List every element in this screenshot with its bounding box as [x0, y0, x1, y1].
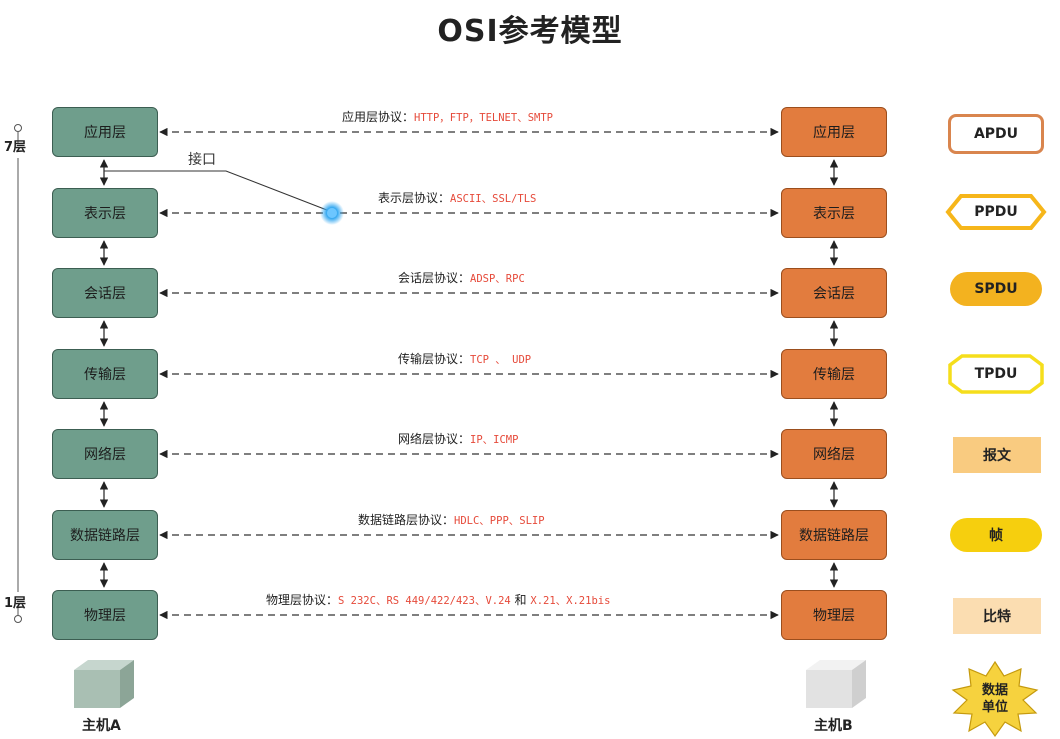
interface-callout — [104, 170, 344, 225]
pdu-frame: 帧 — [950, 518, 1042, 552]
host-b-layer-presentation: 表示层 — [781, 188, 887, 238]
layer-7-mark: 7层 — [4, 140, 27, 155]
pdu-tpdu: TPDU — [974, 366, 1018, 382]
legend-text: 数据 单位 — [965, 682, 1025, 716]
ppdu-shape — [945, 194, 1047, 230]
tpdu-shape — [948, 354, 1044, 394]
legend-line-1: 数据 — [981, 683, 1008, 698]
protocol-values: IP、ICMP — [470, 434, 519, 446]
host-b-layer-transport: 传输层 — [781, 349, 887, 399]
host-a-layer-network: 网络层 — [52, 429, 158, 479]
protocol-label: 数据链路层协议： — [358, 513, 455, 527]
host-b-layer-application: 应用层 — [781, 107, 887, 157]
protocol-label: 传输层协议： — [398, 352, 471, 366]
pdu-apdu: APDU — [948, 114, 1044, 154]
legend-line-2: 单位 — [981, 700, 1008, 715]
protocol-label: 表示层协议： — [378, 191, 451, 205]
protocol-values: S 232C、RS 449/422/423、V.24 — [338, 595, 511, 607]
vertical-arrows — [99, 159, 839, 588]
protocol-network: 网络层协议：IP、ICMP — [398, 430, 518, 447]
page-title: OSI参考模型 — [437, 14, 623, 49]
protocol-values: ADSP、RPC — [470, 273, 525, 285]
interface-label: 接口 — [188, 152, 216, 168]
host-b-label: 主机B — [814, 718, 853, 734]
protocol-values: HDLC、PPP、SLIP — [454, 515, 545, 527]
host-b-layer-network: 网络层 — [781, 429, 887, 479]
pdu-ppdu: PPDU — [974, 204, 1018, 220]
protocol-session: 会话层协议：ADSP、RPC — [398, 269, 525, 286]
protocol-label: 应用层协议： — [342, 110, 415, 124]
protocol-transport: 传输层协议：TCP 、 UDP — [398, 350, 531, 367]
pdu-bit: 比特 — [953, 598, 1041, 634]
host-a-layer-datalink: 数据链路层 — [52, 510, 158, 560]
layer-1-mark: 1层 — [4, 596, 27, 611]
pdu-spdu: SPDU — [950, 272, 1042, 306]
host-a-layer-presentation: 表示层 — [52, 188, 158, 238]
host-a-layer-transport: 传输层 — [52, 349, 158, 399]
protocol-values: TCP 、 UDP — [470, 354, 532, 366]
protocol-joiner: 和 — [510, 593, 531, 607]
host-a-layer-session: 会话层 — [52, 268, 158, 318]
protocol-label: 会话层协议： — [398, 271, 471, 285]
protocol-datalink: 数据链路层协议：HDLC、PPP、SLIP — [358, 511, 545, 528]
protocol-label: 物理层协议： — [266, 593, 339, 607]
host-b-layer-datalink: 数据链路层 — [781, 510, 887, 560]
data-unit-star — [951, 660, 1039, 738]
protocol-values: HTTP，FTP，TELNET、SMTP — [414, 112, 553, 124]
protocol-physical: 物理层协议：S 232C、RS 449/422/423、V.24 和 X.21、… — [266, 591, 610, 608]
host-b-layer-physical: 物理层 — [781, 590, 887, 640]
peer-lines — [159, 127, 779, 620]
host-a-layer-application: 应用层 — [52, 107, 158, 157]
host-b-computer-icon — [806, 660, 866, 708]
host-a-label: 主机A — [82, 718, 121, 734]
layer-scale — [14, 124, 22, 623]
protocol-values: ASCII、SSL/TLS — [450, 193, 537, 205]
pdu-message: 报文 — [953, 437, 1041, 473]
protocol-values-extra: X.21、X.21bis — [530, 595, 611, 607]
host-b-layer-session: 会话层 — [781, 268, 887, 318]
protocol-application: 应用层协议：HTTP，FTP，TELNET、SMTP — [342, 108, 553, 125]
protocol-label: 网络层协议： — [398, 432, 471, 446]
host-a-computer-icon — [74, 660, 134, 708]
protocol-presentation: 表示层协议：ASCII、SSL/TLS — [378, 189, 536, 206]
host-a-layer-physical: 物理层 — [52, 590, 158, 640]
